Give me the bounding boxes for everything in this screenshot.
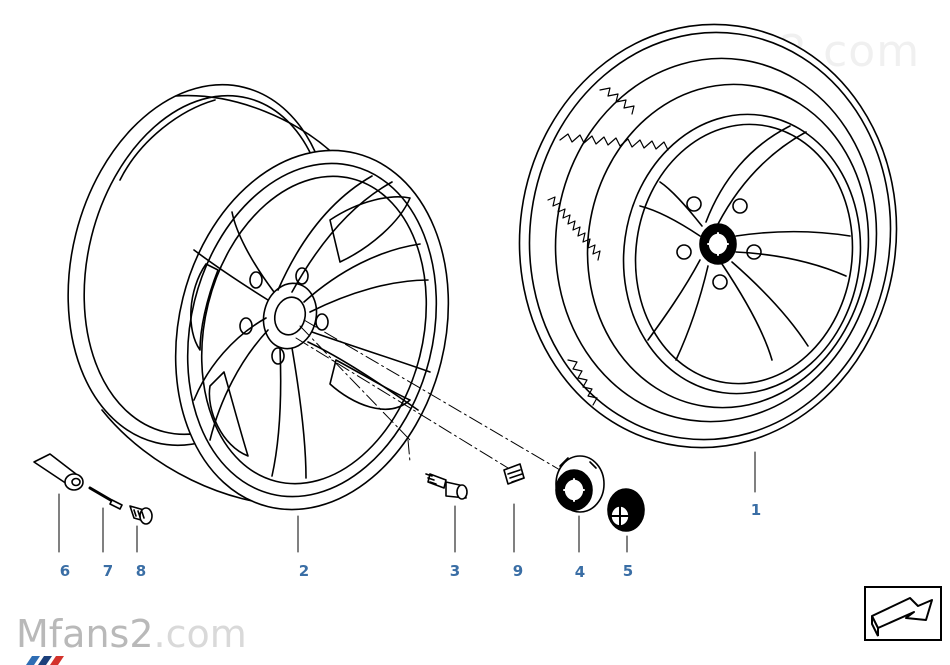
valve-part bbox=[33, 453, 84, 491]
callout-8[interactable]: 8 bbox=[135, 562, 147, 580]
callout-3[interactable]: 3 bbox=[449, 562, 461, 580]
emblem-part bbox=[607, 488, 645, 532]
balance-weight-part bbox=[503, 463, 525, 485]
arrow-next-icon bbox=[871, 597, 933, 637]
rim-part bbox=[67, 83, 450, 511]
wheel-with-tire bbox=[518, 23, 898, 449]
wheel-bolt-part bbox=[425, 473, 468, 500]
brand-name: Mfans2 bbox=[16, 612, 154, 656]
callout-7[interactable]: 7 bbox=[102, 562, 114, 580]
callout-9[interactable]: 9 bbox=[512, 562, 524, 580]
valve-insert-part bbox=[88, 486, 123, 510]
callout-1[interactable]: 1 bbox=[750, 501, 762, 519]
valve-cap-part bbox=[129, 505, 153, 525]
callout-4[interactable]: 4 bbox=[574, 563, 586, 581]
brand-stripes bbox=[26, 656, 64, 665]
brand-logo: Mfans2.com bbox=[16, 612, 247, 656]
assembly-guides bbox=[295, 319, 561, 471]
callout-6[interactable]: 6 bbox=[59, 562, 71, 580]
next-arrow-button[interactable] bbox=[864, 586, 942, 641]
callout-5[interactable]: 5 bbox=[622, 562, 634, 580]
leader-lines bbox=[58, 451, 756, 553]
brand-suffix: .com bbox=[153, 612, 247, 656]
hub-cap-part bbox=[555, 455, 605, 513]
callout-2[interactable]: 2 bbox=[298, 562, 310, 580]
